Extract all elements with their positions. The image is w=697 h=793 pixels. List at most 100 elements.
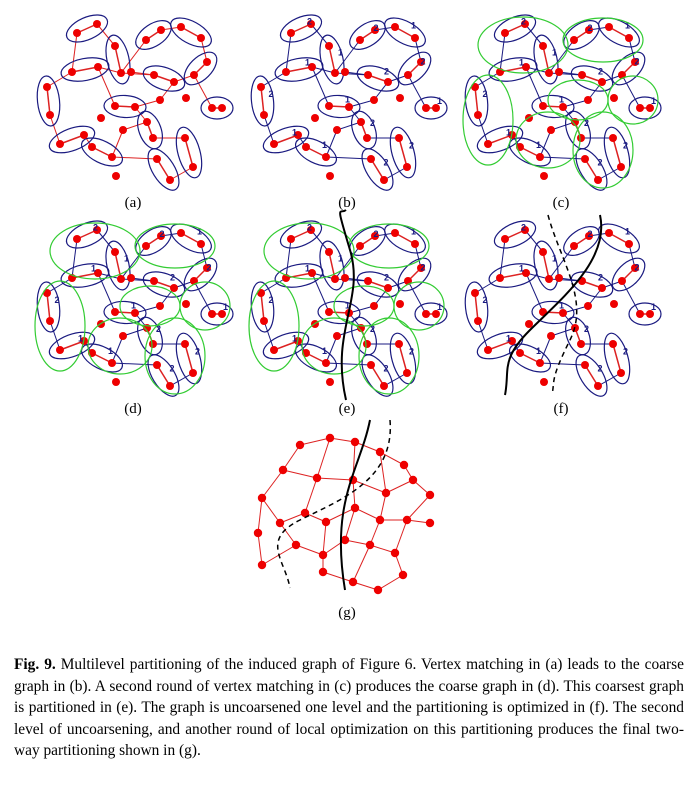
vertex xyxy=(594,176,602,184)
vertex xyxy=(308,63,316,71)
coarse-cluster xyxy=(87,317,153,375)
vertex-weight: 1 xyxy=(411,21,416,31)
graph-edge xyxy=(548,39,575,74)
vertex xyxy=(432,104,440,112)
partition-cut xyxy=(339,209,355,401)
vertex xyxy=(322,359,330,367)
label-d: (d) xyxy=(124,401,142,417)
vertex xyxy=(93,20,101,28)
figure-caption: Fig. 9. Multilevel partitioning of the i… xyxy=(14,654,684,762)
coarse-cluster xyxy=(34,280,86,372)
graph-edge xyxy=(122,327,148,337)
vertex-weight: 1 xyxy=(506,128,511,138)
vertex-cluster xyxy=(175,126,203,179)
coarse-cluster xyxy=(119,285,181,327)
vertex xyxy=(326,378,334,386)
vertex xyxy=(97,114,105,122)
vertex-cluster xyxy=(48,331,96,360)
graph-edge xyxy=(71,32,78,73)
vertex-weight: 2 xyxy=(307,17,312,27)
vertex-weight: 1 xyxy=(108,346,113,356)
vertex xyxy=(119,126,127,134)
vertex xyxy=(307,20,315,28)
vertex xyxy=(111,308,119,316)
graph-edge xyxy=(120,245,147,280)
graph-edge xyxy=(344,507,356,541)
graph-edge xyxy=(336,327,362,337)
vertex xyxy=(181,134,189,142)
vertex xyxy=(112,378,120,386)
vertex xyxy=(404,71,412,79)
vertex xyxy=(585,232,593,240)
vertex-cluster xyxy=(628,302,662,326)
vertex xyxy=(422,104,430,112)
vertex-cluster xyxy=(414,302,448,326)
vertex xyxy=(605,23,613,31)
vertex xyxy=(170,284,178,292)
vertex xyxy=(559,309,567,317)
vertex xyxy=(609,340,617,348)
graph-edge xyxy=(96,23,116,47)
graph-edge xyxy=(285,238,292,279)
vertex-cluster xyxy=(36,75,61,127)
vertex xyxy=(131,103,139,111)
vertex xyxy=(326,172,334,180)
graph-edge xyxy=(282,469,318,479)
graph-edge xyxy=(71,238,78,279)
vertex-weight: 1 xyxy=(305,58,310,68)
vertex-weight: 2 xyxy=(384,158,389,168)
graph-edge xyxy=(46,277,73,294)
graph-edge xyxy=(474,71,501,88)
vertex-cluster xyxy=(598,223,640,254)
vertex xyxy=(308,269,316,277)
graph-edge xyxy=(525,272,544,313)
vertex xyxy=(536,153,544,161)
vertex xyxy=(380,382,388,390)
vertex xyxy=(348,577,358,587)
graph-edge xyxy=(407,280,427,315)
vertex-cluster xyxy=(356,65,400,92)
vertex-cluster xyxy=(317,94,361,119)
graph-edge xyxy=(621,74,641,109)
vertex xyxy=(631,58,639,66)
partition-cut xyxy=(339,419,371,591)
vertex-cluster xyxy=(200,302,234,326)
vertex-weight: 1 xyxy=(345,95,350,105)
vertex xyxy=(539,308,547,316)
vertex xyxy=(474,317,482,325)
graph-edge xyxy=(111,156,158,160)
matched-edge xyxy=(114,45,122,74)
vertex-weight: 2 xyxy=(370,118,375,128)
vertex xyxy=(540,172,548,180)
vertex-cluster xyxy=(60,57,110,82)
vertex-weight: 2 xyxy=(483,89,488,99)
matched-edge xyxy=(46,86,51,116)
vertex-cluster xyxy=(200,96,234,120)
vertex xyxy=(371,26,379,34)
vertex xyxy=(270,140,278,148)
caption-text: Multilevel partitioning of the induced g… xyxy=(14,656,684,759)
vertex xyxy=(584,302,592,310)
vertex-cluster xyxy=(531,94,575,119)
vertex xyxy=(391,229,399,237)
vertex-cluster xyxy=(137,110,163,150)
vertex xyxy=(631,264,639,272)
vertex xyxy=(282,68,290,76)
vertex xyxy=(143,118,151,126)
vertex-cluster xyxy=(294,137,338,167)
vertex xyxy=(625,34,633,42)
vertex xyxy=(577,134,585,142)
vertex xyxy=(581,361,589,369)
vertex xyxy=(522,63,530,71)
vertex xyxy=(578,71,586,79)
graph-edge xyxy=(369,519,381,546)
vertex xyxy=(325,308,333,316)
vertex-weight: 1 xyxy=(536,346,541,356)
vertex xyxy=(646,310,654,318)
graph-edge xyxy=(354,441,381,453)
vertex xyxy=(112,172,120,180)
vertex xyxy=(539,102,547,110)
vertex xyxy=(367,155,375,163)
